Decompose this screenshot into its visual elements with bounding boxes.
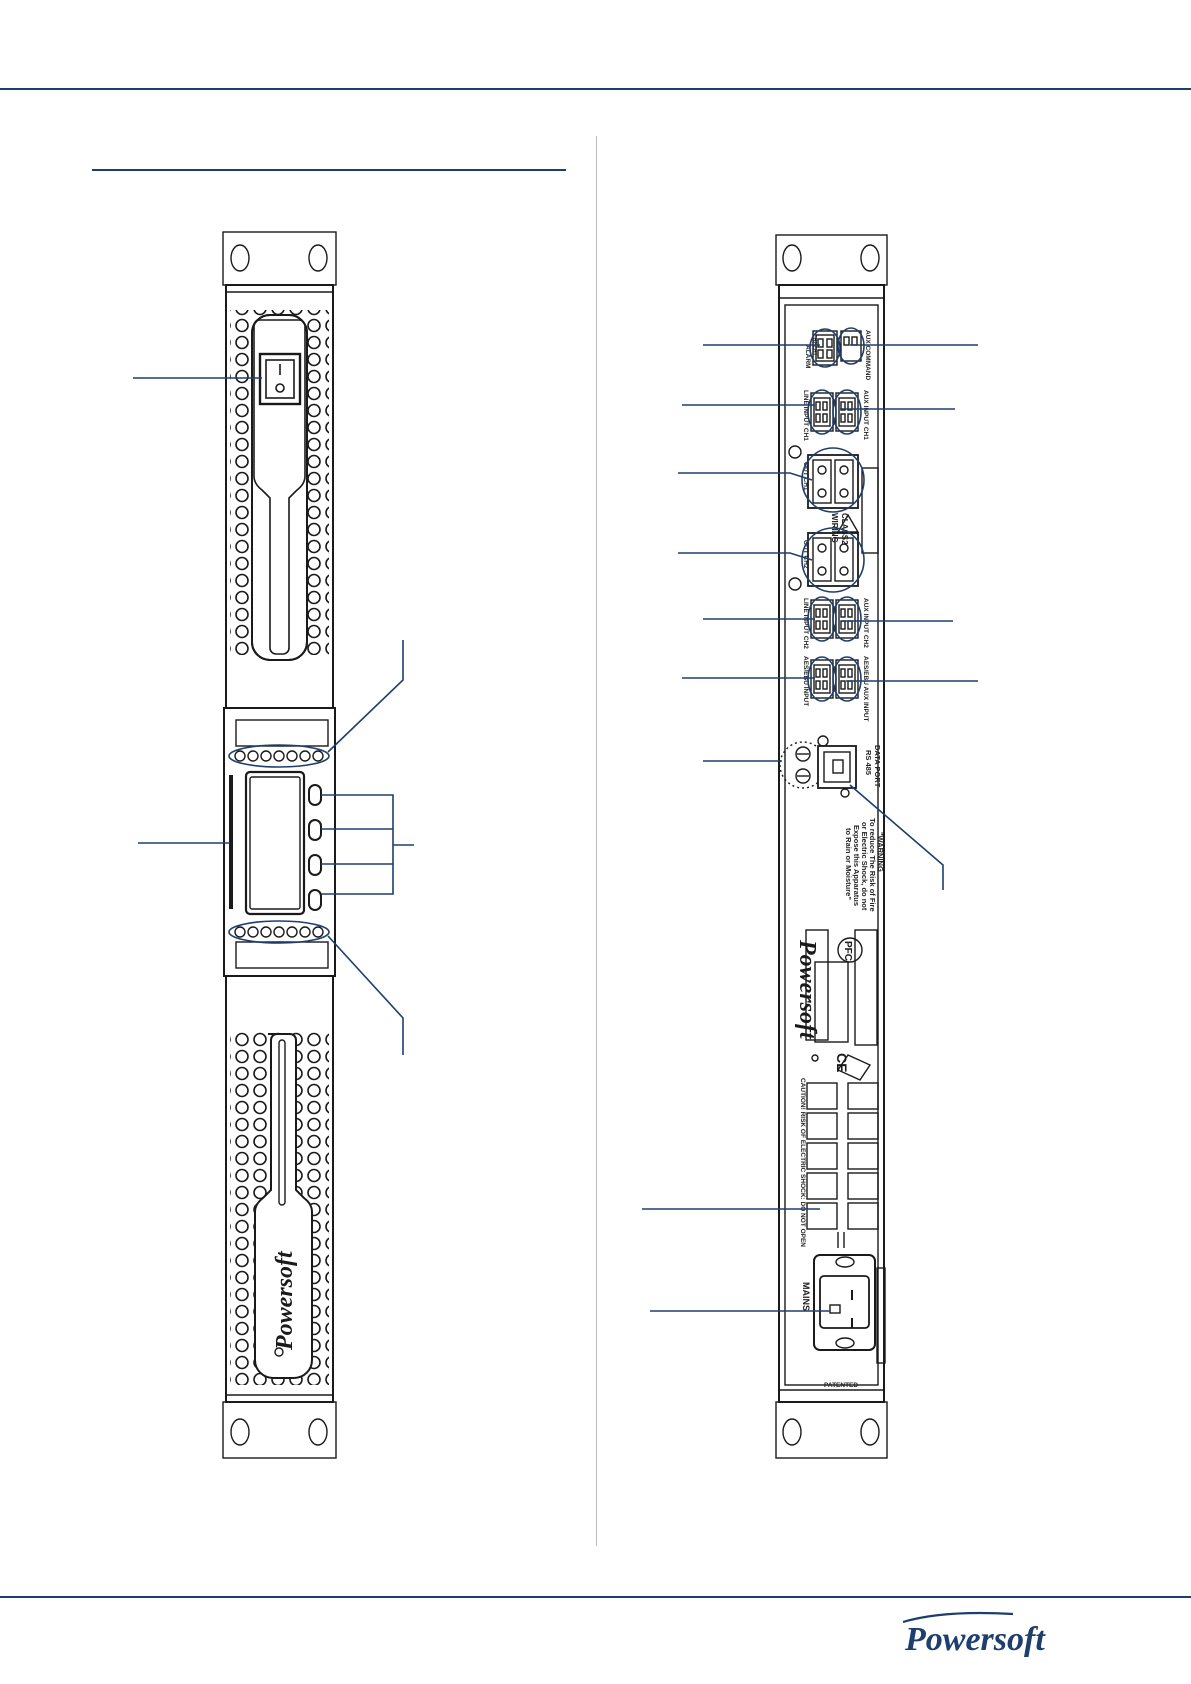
nav-button [308,819,322,841]
svg-text:DATA PORT: DATA PORT [873,745,882,788]
front-brand-logo: Powersoft [272,1250,298,1351]
rack-hole [860,244,880,272]
rack-hole [860,1418,880,1446]
led-row-top [234,750,324,762]
footer-logo-text: Powersoft [904,1621,1046,1658]
alarm-connector [812,330,838,366]
front-callouts [133,377,414,1055]
callout-out-ch1 [678,472,813,481]
rear-brand-logo: Powersoft [794,939,820,1040]
svg-text:AES/EBU AUX INPUT: AES/EBU AUX INPUT [862,656,869,722]
svg-text:"WARNING: "WARNING [876,832,885,872]
rack-hole [230,244,250,272]
rack-hole [308,244,328,272]
pfc-logo: PFC [842,941,853,961]
footer-logo: Powersoft [902,1611,1046,1658]
svg-text:Expose this Apparatus: Expose this Apparatus [852,825,861,906]
rear-callouts [642,327,978,1312]
nav-button [308,854,322,876]
led-row-bottom [234,926,324,938]
svg-text:OUT CH1: OUT CH1 [802,462,809,491]
rack-hole [782,1418,802,1446]
callout-led-bottom [327,935,404,1055]
rear-panel: ALARM CH2 CH1 AUX COMMAND LINE INPUT CH1… [775,234,888,1459]
front-rack-ear-bottom [222,1401,337,1459]
front-panel: Powersoft [222,231,337,1459]
highlight-led-bottom [228,920,330,944]
svg-text:MAINS: MAINS [801,1282,811,1311]
rack-hole [308,1418,328,1446]
svg-text:LINE INPUT CH1: LINE INPUT CH1 [802,390,809,441]
rack-hole [230,1418,250,1446]
rear-rack-ear-bottom [775,1401,888,1459]
lcd-screen [244,770,306,916]
highlight-led-top [228,744,330,768]
svg-text:AES/EBU INPUT: AES/EBU INPUT [802,656,809,706]
svg-text:RS 485: RS 485 [864,750,873,775]
out-ch1-connector [807,454,859,509]
svg-text:to Rain or Moisture": to Rain or Moisture" [844,828,853,900]
svg-text:or Electric Shock, do not: or Electric Shock, do not [860,822,869,911]
callout-rs485-port [849,784,944,890]
section-underline [92,169,566,171]
svg-text:ALARM: ALARM [804,345,811,368]
callout-out-ch2 [678,552,813,561]
svg-text:AUX COMMAND: AUX COMMAND [864,330,871,380]
aux-command-connector [840,330,862,362]
svg-text:To reduce The Risk of Fire: To reduce The Risk of Fire [868,818,877,912]
svg-text:AUX INPUT CH1: AUX INPUT CH1 [862,390,869,440]
caution-blocks [806,1082,879,1230]
vu-meter-strip [229,775,233,909]
svg-text:PATENTED: PATENTED [824,1382,858,1389]
svg-text:OUT CH2: OUT CH2 [802,540,809,569]
callout-led-top [327,640,404,753]
svg-text:CAUTION! RISK OF ELECTRIC SHOC: CAUTION! RISK OF ELECTRIC SHOCK: DO NOT … [799,1078,806,1247]
svg-text:LINE INPUT CH2: LINE INPUT CH2 [802,598,809,649]
nav-button [308,889,322,911]
rear-rack-ear-top [775,234,888,286]
front-rack-ear-top [222,231,337,286]
display-module [223,707,336,977]
svg-text:CLASS2: CLASS2 [840,513,849,545]
header-rule [0,88,1191,90]
ce-mark: CE [834,1053,850,1072]
rack-hole [782,244,802,272]
column-divider [596,136,597,1546]
svg-text:AUX INPUT CH2: AUX INPUT CH2 [862,598,869,648]
mains-inlet [813,1254,876,1351]
footer-rule [0,1596,1191,1598]
